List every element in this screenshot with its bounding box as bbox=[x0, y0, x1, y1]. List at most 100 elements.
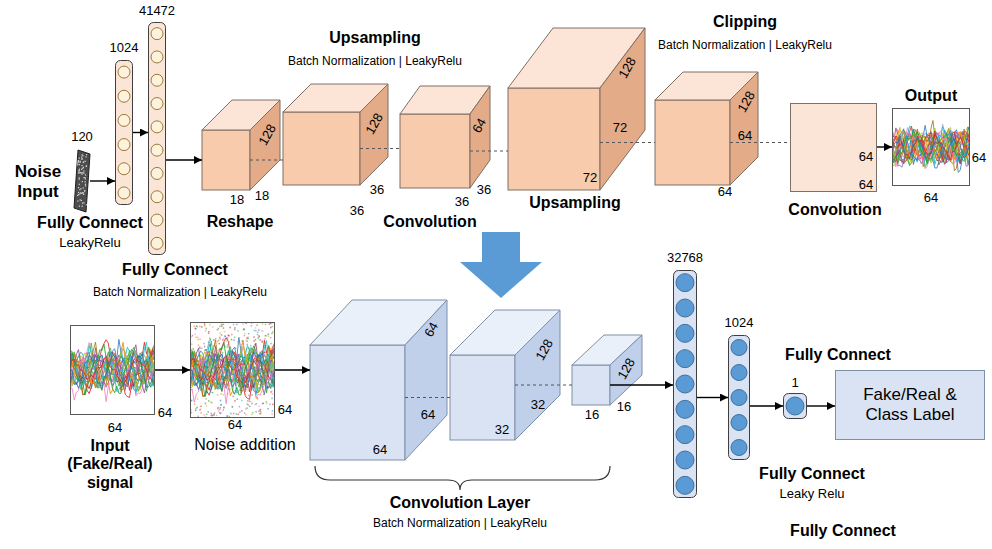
noise-speck bbox=[219, 336, 221, 338]
noise-speck bbox=[244, 333, 246, 335]
noise-speck bbox=[204, 366, 206, 368]
noise-speck bbox=[84, 177, 85, 178]
noise-speck bbox=[233, 413, 235, 415]
noise-speck bbox=[195, 333, 197, 335]
noise-speck bbox=[246, 348, 248, 350]
noise-speck bbox=[224, 335, 226, 337]
cube-side bbox=[730, 72, 758, 185]
dimension-number: 36 bbox=[350, 204, 364, 219]
signal-trace bbox=[190, 338, 275, 400]
noise-speck bbox=[79, 184, 80, 185]
dimension-number: 41472 bbox=[139, 4, 175, 19]
operation-note: Batch Normalization | LeakyRelu bbox=[288, 55, 462, 69]
noise-speck bbox=[82, 158, 83, 159]
noise-speck bbox=[256, 363, 258, 365]
flow-arrow bbox=[90, 180, 115, 181]
noise-speck bbox=[84, 190, 85, 191]
noise-speck bbox=[225, 367, 227, 369]
noise-speck bbox=[256, 403, 258, 405]
noise-speck bbox=[79, 177, 80, 178]
noise-speck bbox=[230, 413, 232, 415]
noise-speck bbox=[237, 381, 239, 383]
noise-speck bbox=[263, 403, 265, 405]
noise-speck bbox=[263, 394, 265, 396]
noise-speck bbox=[191, 400, 193, 402]
noise-speck bbox=[248, 333, 250, 335]
noise-speck bbox=[256, 375, 258, 377]
noise-speck bbox=[225, 336, 227, 338]
noise-speck bbox=[256, 377, 258, 379]
dense-layer: 41472Fully ConnectBatch Normalization | … bbox=[148, 22, 166, 255]
cube-side bbox=[515, 310, 560, 440]
noise-speck bbox=[227, 373, 229, 375]
noise-speck bbox=[272, 393, 274, 395]
neuron bbox=[786, 397, 804, 415]
noise-speck bbox=[195, 337, 197, 339]
neuron bbox=[676, 426, 694, 444]
noise-speck bbox=[213, 339, 215, 341]
noise-speck bbox=[243, 329, 245, 331]
group-label: Convolution Layer bbox=[390, 494, 530, 512]
noise-speck bbox=[231, 358, 233, 360]
noise-speck bbox=[82, 154, 83, 155]
noise-speck bbox=[256, 324, 258, 326]
noise-speck bbox=[79, 189, 80, 190]
flow-arrow bbox=[166, 159, 202, 160]
shape-outline bbox=[450, 310, 560, 440]
neuron bbox=[731, 365, 747, 381]
noise-speck bbox=[77, 195, 78, 196]
noise-speck bbox=[212, 392, 214, 394]
noise-speck bbox=[81, 165, 82, 166]
layer-label: Noise addition bbox=[194, 436, 295, 454]
noise-speck bbox=[205, 330, 207, 332]
neuron bbox=[676, 274, 694, 292]
noise-speck bbox=[206, 366, 208, 368]
noise-speck bbox=[86, 204, 87, 205]
layer-label: Fully Connect bbox=[785, 346, 891, 364]
cube-front bbox=[283, 112, 360, 185]
noise-speck bbox=[237, 369, 239, 371]
noise-speck bbox=[195, 410, 197, 412]
noise-speck bbox=[202, 383, 204, 385]
dense-layer: 1024Fully ConnectLeaky Relu bbox=[728, 335, 750, 460]
noise-speck bbox=[236, 363, 238, 365]
noise-speck bbox=[253, 336, 255, 338]
noise-speck bbox=[228, 335, 230, 337]
noise-speck bbox=[257, 334, 259, 336]
dimension-number: 120 bbox=[71, 130, 93, 145]
noise-speck bbox=[81, 169, 82, 170]
noise-speck bbox=[249, 406, 251, 408]
noise-speck bbox=[83, 167, 84, 168]
noise-speck bbox=[198, 344, 200, 346]
noise-speck bbox=[248, 347, 250, 349]
noise-speck bbox=[265, 375, 267, 377]
noise-speck bbox=[82, 203, 83, 204]
noise-speck bbox=[83, 194, 84, 195]
noise-speck bbox=[246, 403, 248, 405]
neuron bbox=[118, 163, 130, 175]
noise-speck bbox=[260, 354, 262, 356]
signal-trace bbox=[190, 340, 275, 396]
noise-speck bbox=[255, 370, 257, 372]
noise-speck bbox=[209, 338, 211, 340]
noise-speck bbox=[86, 166, 87, 167]
noise-speck bbox=[253, 351, 255, 353]
noise-speck bbox=[226, 415, 228, 417]
noise-speck bbox=[258, 410, 260, 412]
noise-speck bbox=[209, 339, 211, 341]
noise-speck bbox=[85, 184, 86, 185]
layer-label: Output bbox=[905, 87, 957, 105]
noise-speck bbox=[214, 412, 216, 414]
noise-speck bbox=[246, 382, 248, 384]
neuron bbox=[676, 299, 694, 317]
noise-speck bbox=[226, 383, 228, 385]
noise-speck bbox=[205, 403, 207, 405]
layer-label: Convolution bbox=[788, 201, 881, 219]
noise-speck bbox=[252, 374, 254, 376]
layer-column bbox=[116, 61, 133, 205]
noise-speck bbox=[217, 329, 219, 331]
noise-speck bbox=[239, 411, 241, 413]
noise-speck bbox=[262, 340, 264, 342]
noise-speck bbox=[272, 347, 274, 349]
output-label: Fake/Real & Class Label bbox=[850, 385, 970, 424]
